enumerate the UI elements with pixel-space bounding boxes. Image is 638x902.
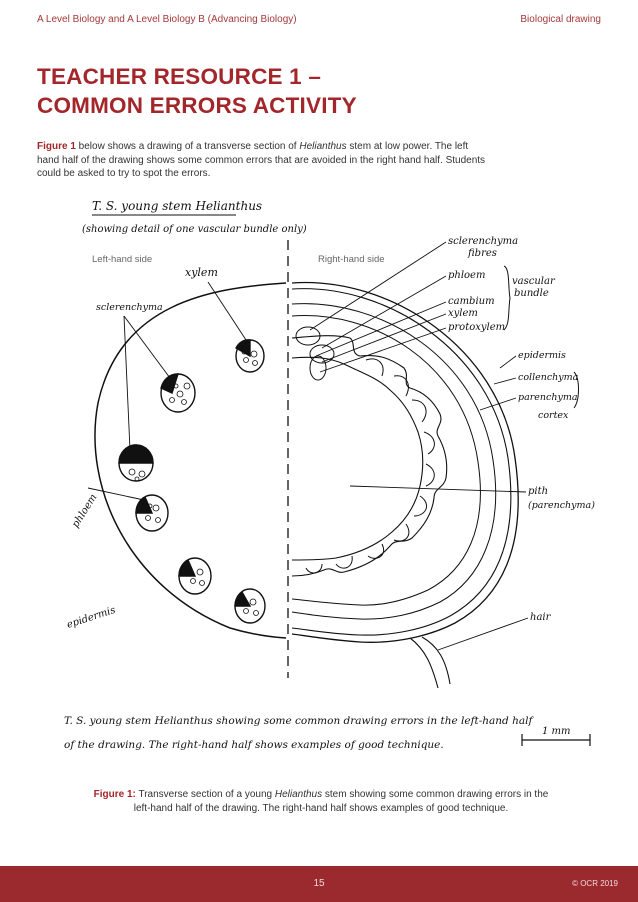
right-vascular-bundle-lobes: [305, 358, 435, 574]
right-label-sclerenchyma: sclerenchyma: [448, 236, 518, 247]
left-label-phloem: phloem: [70, 492, 99, 530]
caption-text-2: stem showing some common drawing errors …: [133, 789, 549, 814]
intro-text-1: below shows a drawing of a transverse se…: [75, 141, 300, 152]
left-label-epidermis: epidermis: [66, 605, 117, 631]
right-bundle-detail: [295, 326, 335, 381]
right-label-pith-parenchyma: (parenchyma): [528, 500, 595, 511]
left-leader-sclerenchyma-2: [123, 315, 131, 451]
caption-figure-ref: Figure 1:: [93, 789, 136, 800]
right-label-bundle: bundle: [514, 288, 549, 299]
scale-bar-label: 1 mm: [542, 726, 571, 737]
left-leader-xylem: [207, 281, 249, 344]
page-footer: 15 © OCR 2019: [0, 866, 638, 902]
stem-section-drawing: T. S. young stem Helianthus (showing det…: [64, 199, 595, 751]
right-label-cambium: cambium: [448, 296, 495, 307]
header-section-title: Biological drawing: [520, 14, 601, 25]
right-bracket-cortex: [573, 371, 579, 409]
left-xylem-dots: [128, 349, 259, 616]
left-vascular-bundles: [118, 339, 266, 624]
left-outline-epidermis: [94, 282, 287, 639]
right-side-label: Right-hand side: [318, 254, 385, 265]
left-label-sclerenchyma: sclerenchyma: [96, 302, 163, 313]
right-cortex-line: [291, 315, 481, 606]
right-bracket-vascular-bundle: [503, 265, 511, 331]
caption-species: Helianthus: [274, 789, 323, 800]
figure-caption: Figure 1: Transverse section of a young …: [86, 788, 556, 815]
header-document-title: A Level Biology and A Level Biology B (A…: [37, 14, 297, 25]
page-title: TEACHER RESOURCE 1 – COMMON ERRORS ACTIV…: [37, 62, 357, 120]
left-side-label: Left-hand side: [92, 254, 152, 265]
right-label-vascular: vascular: [512, 276, 556, 287]
right-vascular-ring-inner: [291, 356, 424, 561]
copyright-notice: © OCR 2019: [572, 879, 618, 888]
right-label-hair: hair: [530, 612, 552, 623]
right-hair: [409, 636, 451, 689]
intro-text-2: stem at low power. The left hand half of…: [37, 141, 486, 179]
caption-text-1: Transverse section of a young: [135, 789, 275, 800]
intro-paragraph: Figure 1 below shows a drawing of a tran…: [37, 140, 487, 181]
drawing-heading: T. S. young stem Helianthus: [92, 199, 262, 213]
right-label-cortex: cortex: [538, 410, 569, 421]
right-label-fibres: fibres: [467, 248, 497, 259]
drawing-note-line-1: T. S. young stem Helianthus showing some…: [64, 715, 534, 727]
right-collenchyma-line: [291, 303, 497, 620]
right-label-parenchyma: parenchyma: [518, 392, 578, 403]
right-vascular-ring-outer: [291, 335, 448, 577]
right-epidermis-outer: [291, 281, 519, 643]
drawing-subheading: (showing detail of one vascular bundle o…: [82, 224, 307, 235]
drawing-note-line-2: of the drawing. The right-hand half show…: [64, 739, 444, 751]
intro-figure-ref: Figure 1: [37, 141, 76, 152]
right-label-collenchyma: collenchyma: [518, 372, 579, 383]
right-leader-lines: [309, 241, 529, 651]
left-leader-sclerenchyma: [123, 315, 171, 379]
right-label-epidermis: epidermis: [518, 350, 566, 361]
right-label-phloem: phloem: [448, 270, 485, 281]
left-label-xylem: xylem: [185, 266, 218, 279]
right-label-protoxylem: protoxylem: [448, 322, 505, 333]
intro-species: Helianthus: [299, 141, 347, 152]
page-title-line-2: COMMON ERRORS ACTIVITY: [37, 93, 357, 118]
right-epidermis-inner: [291, 288, 512, 636]
right-label-xylem: xylem: [448, 308, 478, 319]
left-leader-phloem: [87, 487, 145, 501]
page-number: 15: [313, 878, 325, 889]
page-title-line-1: TEACHER RESOURCE 1 –: [37, 64, 322, 89]
right-label-pith: pith: [528, 486, 548, 497]
